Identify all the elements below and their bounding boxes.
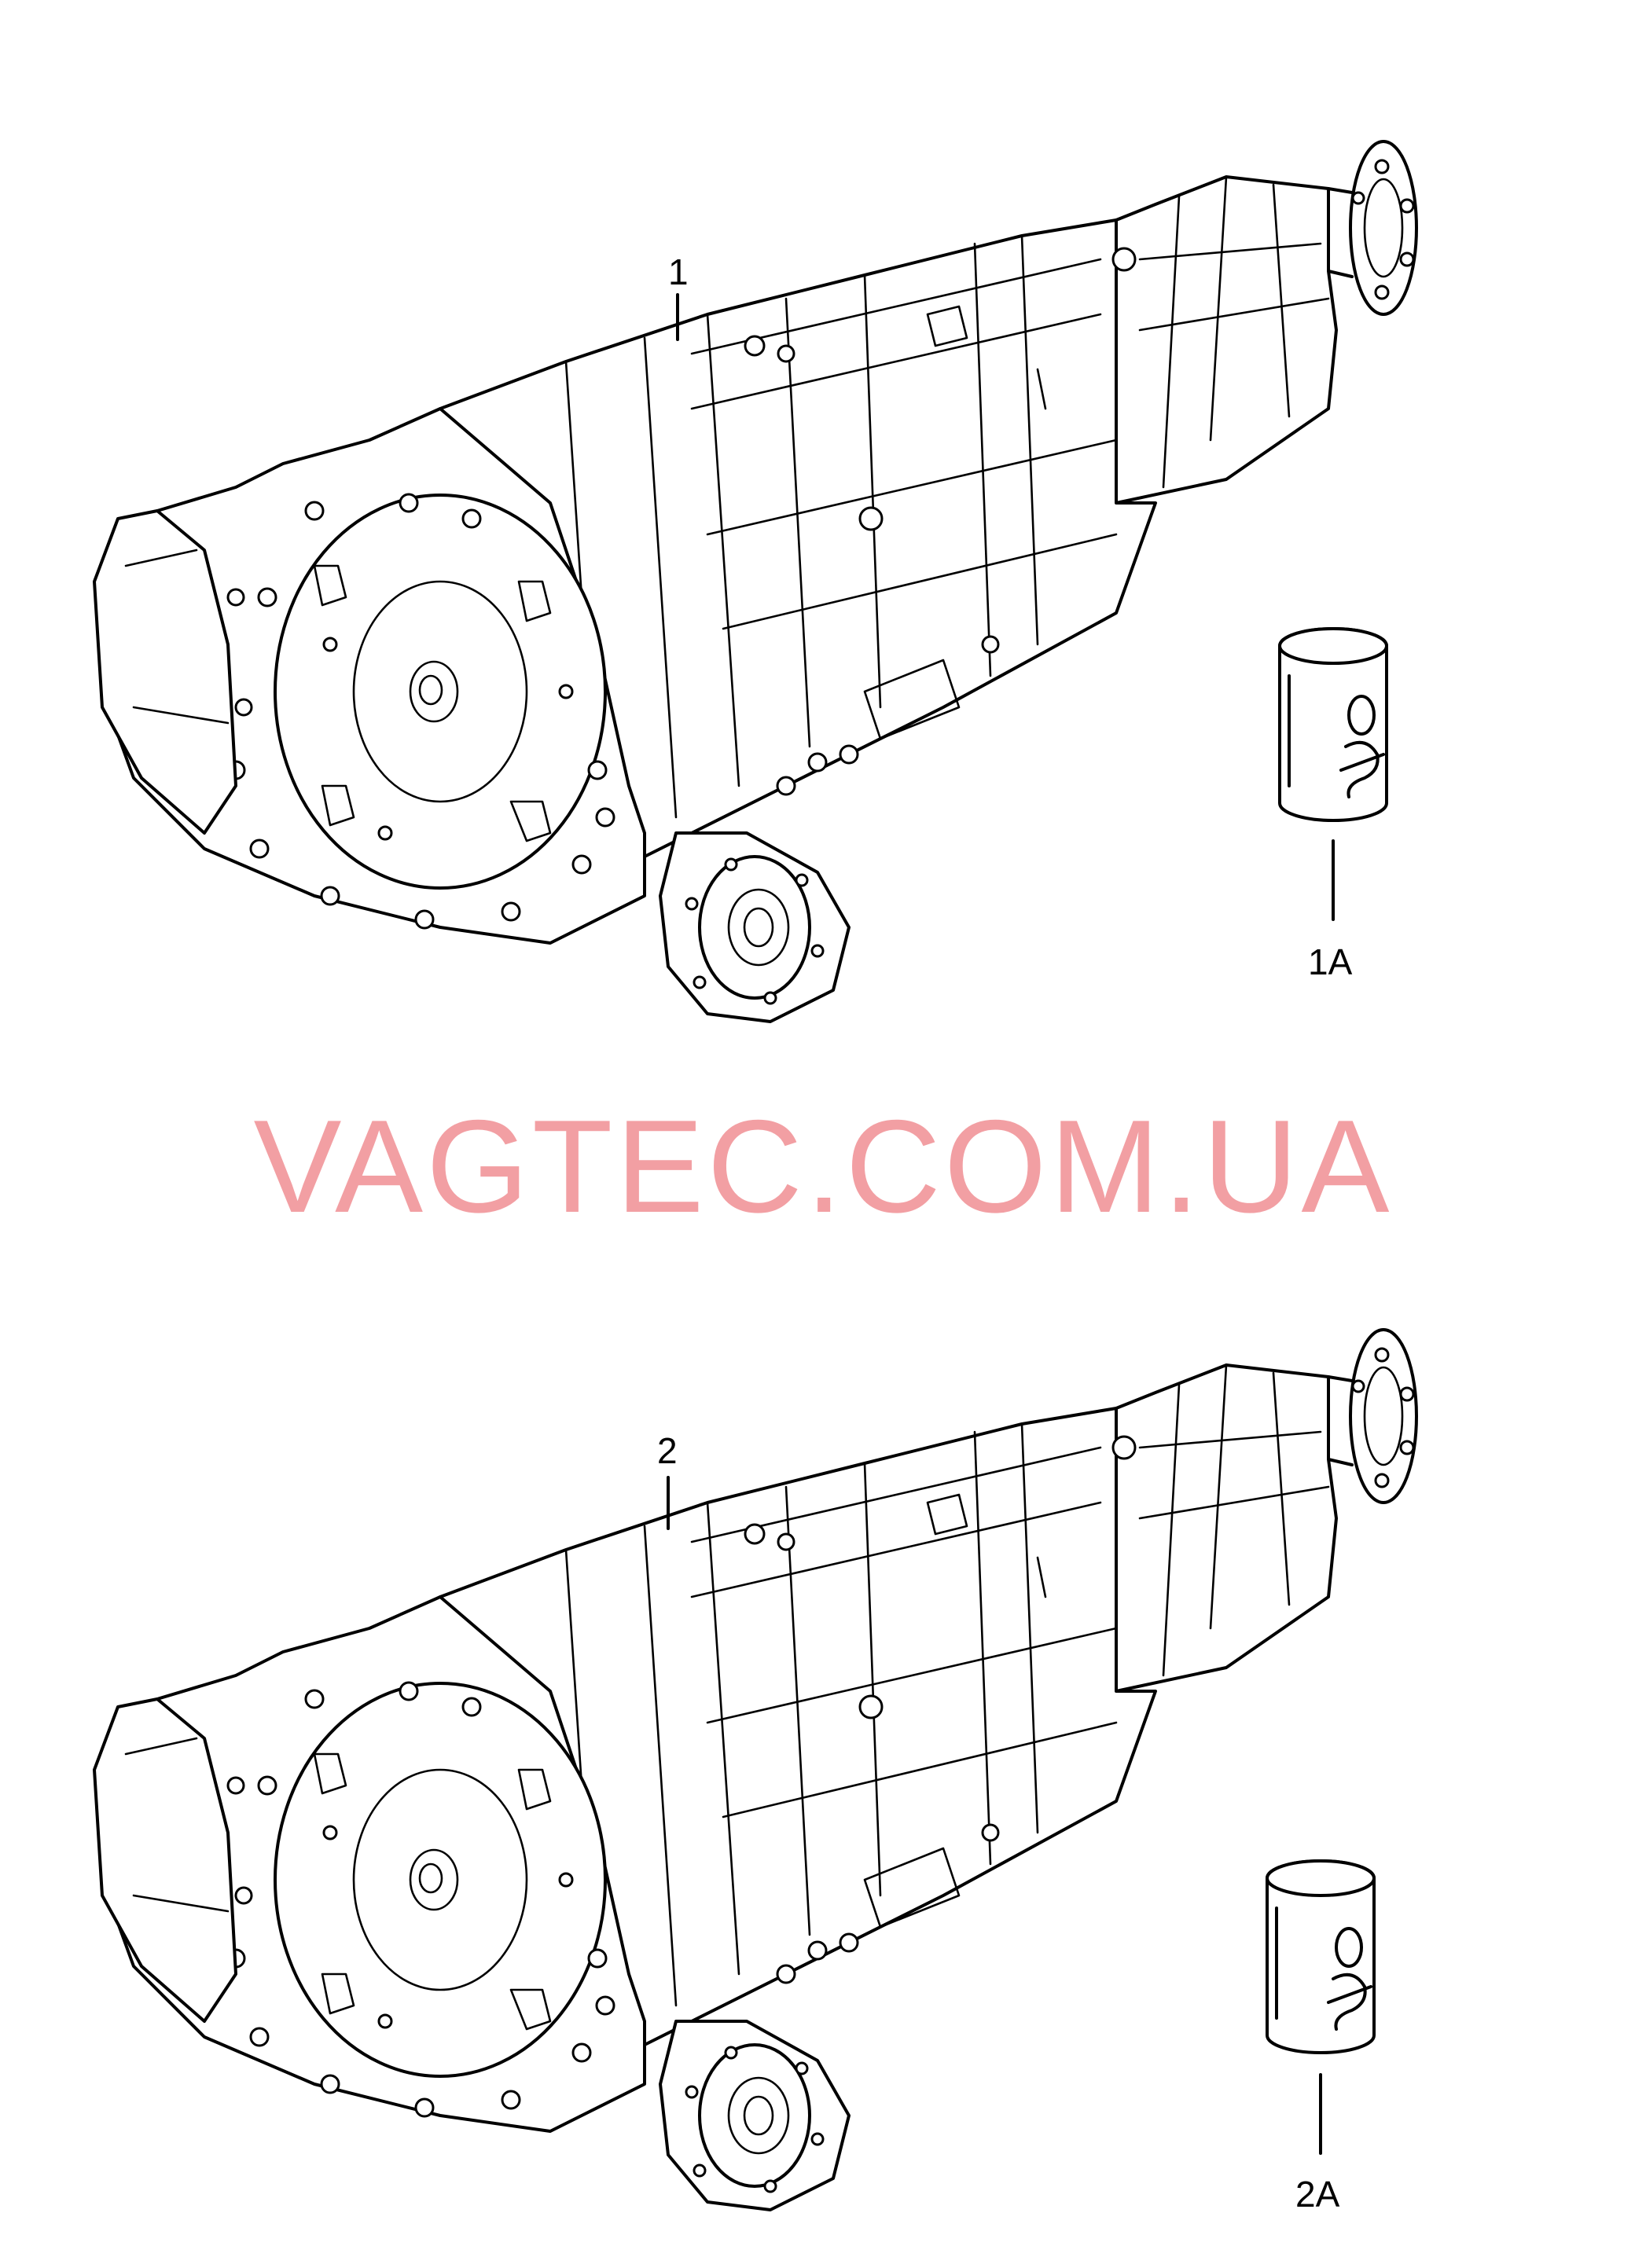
callout-2a[interactable]: 2A [1295,2174,1340,2215]
transmission-drawing-1 [93,140,1418,1023]
callout-2[interactable]: 2 [657,1430,678,1471]
callout-1a[interactable]: 1A [1308,941,1353,982]
callout-1[interactable]: 1 [668,251,689,292]
transmission-drawing-2 [93,1328,1418,2211]
oil-can-icon-2a [1266,1859,1376,2054]
oil-can-icon-1a [1278,627,1388,822]
